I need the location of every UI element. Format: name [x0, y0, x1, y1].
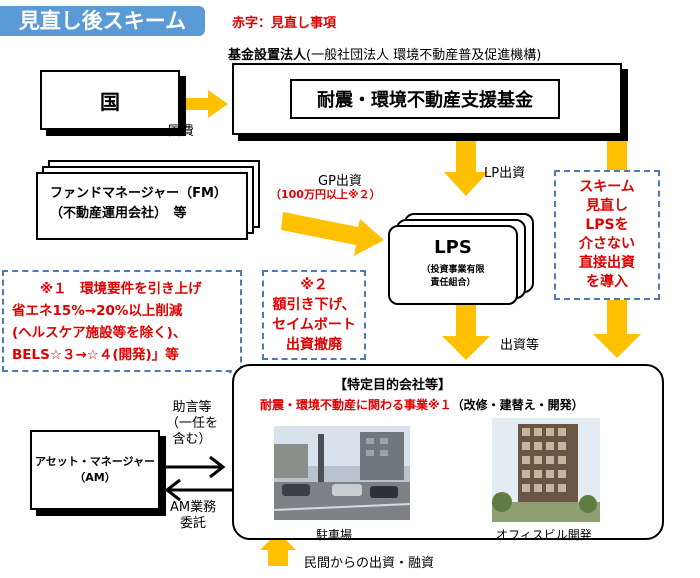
am-task-arrow-head — [164, 478, 181, 502]
note1-line1: ※１ 環境要件を引き上げ — [40, 281, 202, 297]
lps-box: LPS （投資事業有限 責任組合） — [388, 225, 518, 305]
note1-line2: 省エネ15%→20%以上削減 — [12, 303, 183, 319]
spc-business: 耐震・環境不動産に関わる事業※１（改修・建替え・開発） — [260, 396, 584, 413]
note3-line5: 直接出資 — [579, 255, 635, 271]
spc-box: 【特定目的会社等】 耐震・環境不動産に関わる事業※１（改修・建替え・開発） 駐車… — [232, 364, 664, 542]
red-text-legend: 赤字：見直し事項 — [232, 16, 337, 31]
fund-org-label-bold: 基金設置法人 — [228, 48, 307, 63]
advice-arrow-head — [209, 455, 226, 479]
note2-line3: セイムボート — [272, 317, 356, 333]
am-line1: アセット・マネージャー — [34, 455, 155, 468]
note3-line3: LPSを — [585, 217, 629, 233]
fm-line2: （不動産運用会社） 等 — [50, 206, 187, 221]
private-finance-label: 民間からの出資・融資 — [304, 556, 435, 571]
advice-label: 助言等 （一任を 含む） — [166, 400, 218, 448]
shusshi-arrow — [442, 302, 490, 360]
am-box: アセット・マネージャー （AM） — [30, 430, 160, 510]
fm-line1: ファンドマネージャー（FM） — [50, 186, 227, 201]
advice-line3: 含む） — [172, 432, 212, 447]
note2-line2: 額引き下げ、 — [272, 297, 356, 313]
note2-line4: 出資撤廃 — [286, 337, 342, 353]
lps-sub1: （投資事業有限 — [421, 265, 485, 275]
fund-org-label: 基金設置法人(一般社団法人 環境不動産普及促進機構) — [228, 44, 541, 63]
gp-label: GP出資 — [318, 174, 362, 189]
country-box: 国 — [40, 70, 180, 130]
spc-business-main: 耐震・環境不動産に関わる事業※１ — [260, 398, 452, 412]
shusshi-label: 出資等 — [500, 338, 540, 353]
note3-line6: を導入 — [586, 274, 628, 290]
lps-title: LPS — [434, 237, 472, 258]
office-photo-art — [492, 418, 600, 522]
note3-line4: 介さない — [579, 236, 635, 252]
kokuhi-label: 国費 — [168, 124, 195, 139]
lp-label: LP出資 — [484, 166, 526, 181]
fm-box: ファンドマネージャー（FM） （不動産運用会社） 等 — [36, 172, 248, 240]
scheme-title: 見直し後スキーム — [0, 6, 205, 36]
am-task-label: AM業務 委託 — [170, 500, 216, 532]
fund-name: 耐震・環境不動産支援基金 — [290, 79, 560, 119]
am-task-line2: 委託 — [180, 516, 207, 531]
note1-box: ※１ 環境要件を引き上げ 省エネ15%→20%以上削減 (ヘルスケア施設等を除く… — [2, 270, 242, 372]
lps-sub2: 責任組合） — [430, 278, 476, 288]
fund-box: 耐震・環境不動産支援基金 — [232, 63, 622, 135]
note1-line4: BELS☆３→☆４(開発)」等 — [12, 347, 179, 363]
note2-line1: ※２ — [300, 277, 328, 293]
note1-line3: (ヘルスケア施設等を除く)、 — [12, 325, 187, 341]
parking-photo-art — [274, 426, 410, 520]
spc-title: 【特定目的会社等】 — [334, 378, 452, 393]
office-photo — [492, 418, 600, 522]
parking-photo — [274, 426, 410, 520]
spc-business-suffix: （改修・建替え・開発） — [451, 398, 584, 412]
gp-arrow — [281, 212, 384, 256]
gp-note: （100万円以上※２） — [270, 188, 381, 201]
note3-box: スキーム 見直し LPSを 介さない 直接出資 を導入 — [554, 170, 660, 300]
note2-box: ※２ 額引き下げ、 セイムボート 出資撤廃 — [262, 270, 366, 360]
kokuhi-arrow — [183, 90, 228, 118]
fund-org-label-rest: (一般社団法人 環境不動産普及促進機構) — [306, 48, 542, 63]
office-caption: オフィスビル開発 — [496, 528, 592, 542]
note3-line2: 見直し — [586, 198, 628, 214]
am-task-line1: AM業務 — [170, 500, 217, 515]
advice-line2: （一任を — [166, 416, 219, 431]
note3-line1: スキーム — [579, 179, 635, 195]
parking-caption: 駐車場 — [316, 528, 353, 542]
private-arrow — [260, 532, 296, 566]
advice-line1: 助言等 — [172, 400, 212, 415]
lp-arrow — [444, 138, 488, 196]
am-line2: （AM） — [74, 471, 116, 484]
